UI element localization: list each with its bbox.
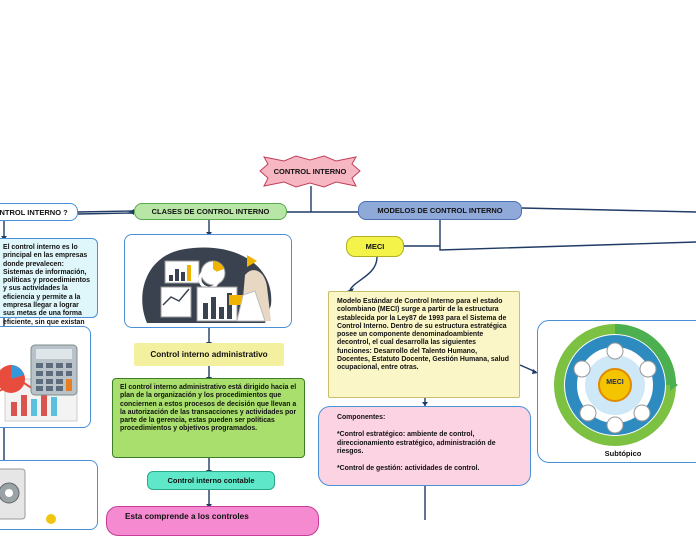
control-contable-node[interactable]: Control interno contable bbox=[147, 471, 275, 490]
control-administrativo-label: Control interno administrativo bbox=[150, 350, 268, 359]
analytics-image bbox=[124, 234, 292, 328]
control-administrativo-description-text: El control interno administrativo está d… bbox=[120, 384, 297, 433]
meci-component-gestion: *Control de gestión: actividades de cont… bbox=[337, 465, 480, 473]
control-interno-definition[interactable]: El control interno es lo principal en la… bbox=[0, 238, 98, 334]
modelos-label: MODELOS DE CONTROL INTERNO bbox=[377, 206, 503, 215]
root-label: CONTROL INTERNO bbox=[273, 167, 347, 176]
meci-description-text: Modelo Estándar de Control Interno para … bbox=[337, 298, 509, 372]
meci-components-title: Componentes: bbox=[337, 414, 386, 421]
control-interno-question-label: CONTROL INTERNO ? bbox=[0, 207, 68, 217]
modelos-control-interno-node[interactable]: MODELOS DE CONTROL INTERNO bbox=[358, 201, 522, 220]
meci-cycle-diagram bbox=[554, 324, 678, 446]
clases-control-interno-node[interactable]: CLASES DE CONTROL INTERNO bbox=[134, 203, 287, 220]
control-administrativo-node[interactable]: Control interno administrativo bbox=[134, 343, 284, 366]
meci-components[interactable]: Componentes: *Control estratégico: ambie… bbox=[318, 406, 531, 486]
calculator-chart-image bbox=[0, 326, 91, 428]
meci-cycle-center-label: MECI bbox=[606, 379, 624, 386]
control-administrativo-description[interactable]: El control interno administrativo está d… bbox=[112, 378, 305, 458]
meci-subtopic-label: Subtópico bbox=[604, 449, 642, 458]
root-shape bbox=[259, 155, 361, 188]
root-node[interactable]: CONTROL INTERNO bbox=[254, 155, 366, 188]
analytics-illustration bbox=[142, 247, 272, 323]
calculator-chart-illustration bbox=[0, 344, 78, 422]
gears-illustration bbox=[0, 468, 56, 524]
clases-label: CLASES DE CONTROL INTERNO bbox=[151, 207, 270, 216]
control-interno-question-node[interactable]: CONTROL INTERNO ? bbox=[0, 203, 78, 221]
meci-label: MECI bbox=[365, 242, 385, 251]
meci-node[interactable]: MECI bbox=[346, 236, 404, 257]
meci-description[interactable]: Modelo Estándar de Control Interno para … bbox=[328, 291, 520, 398]
control-interno-definition-text: El control interno es lo principal en la… bbox=[3, 244, 90, 334]
meci-subtopic-node[interactable]: MECI Subtópico bbox=[537, 320, 696, 463]
control-contable-label: Control interno contable bbox=[167, 476, 255, 485]
gears-image bbox=[0, 460, 98, 530]
meci-component-estrategico: *Control estratégico: ambiente de contro… bbox=[337, 431, 496, 455]
control-contable-description-text: Esta comprende a los controles bbox=[125, 512, 249, 521]
control-contable-description[interactable]: Esta comprende a los controles bbox=[106, 506, 319, 536]
